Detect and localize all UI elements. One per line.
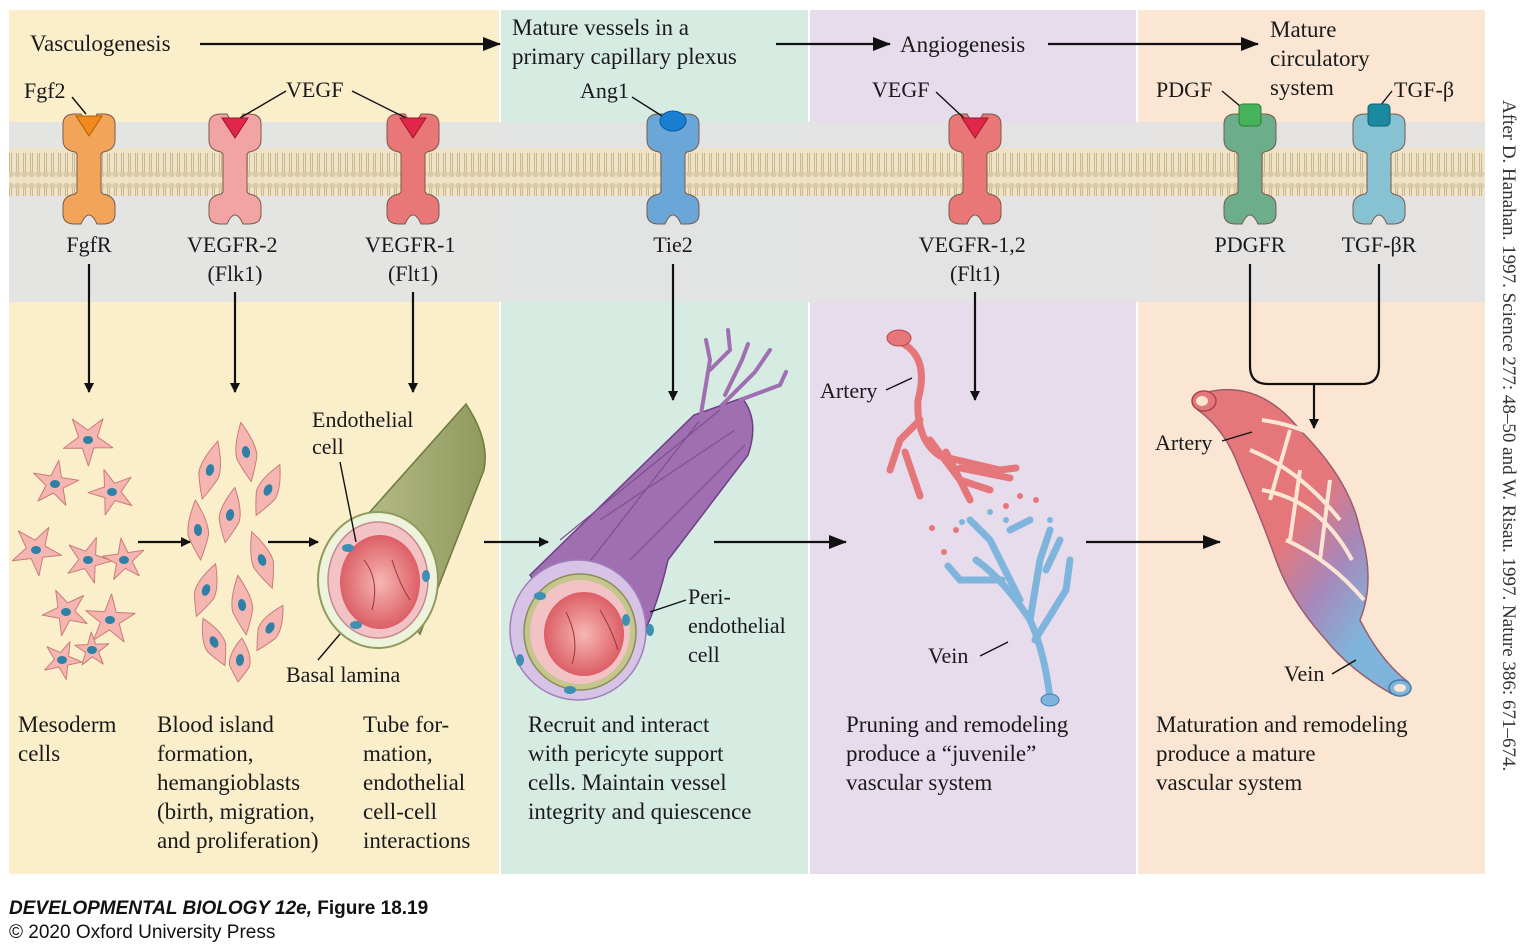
captions: Mesoderm cells Blood island formation, h… bbox=[18, 712, 1413, 853]
receptors bbox=[62, 113, 1406, 225]
receptor-label-tie2: Tie2 bbox=[653, 232, 693, 257]
stage-row: Vasculogenesis Mature vessels in a prima… bbox=[30, 15, 1375, 100]
ang1-ligand-icon bbox=[659, 110, 687, 132]
hemangioblast-cell bbox=[229, 637, 251, 683]
receptor-label-pdgfr: PDGFR bbox=[1215, 232, 1286, 257]
receptor-label-vegfr2: VEGFR-2 (Flk1) bbox=[187, 232, 283, 286]
receptor-label-fgfr: FgfR bbox=[66, 232, 112, 257]
stage-mature-vessels: Mature vessels in a primary capillary pl… bbox=[512, 15, 737, 69]
receptor-label-vegfr1: VEGFR-1 (Flt1) bbox=[365, 232, 461, 286]
ligands: Fgf2 VEGF Ang1 VEGF PDGF TGF-β bbox=[24, 77, 1454, 139]
label-periendothelial-cell: Peri- endothelial cell bbox=[688, 584, 791, 667]
label-artery-a: Artery bbox=[820, 378, 877, 403]
receptor-label-tgfbr: TGF-βR bbox=[1342, 232, 1417, 257]
label-endothelial-cell: Endothelial cell bbox=[312, 407, 419, 459]
caption-blood-island: Blood island formation, hemangioblasts (… bbox=[157, 712, 321, 853]
ligand-vegf-b: VEGF bbox=[872, 77, 929, 102]
hemangioblast-cell bbox=[187, 499, 209, 561]
mesoderm-cell bbox=[62, 418, 114, 467]
ligand-fgf2: Fgf2 bbox=[24, 78, 66, 103]
hemangioblast-cell bbox=[256, 604, 284, 652]
signal-arrows bbox=[84, 264, 1381, 429]
receptor-labels: FgfR VEGFR-2 (Flk1) VEGFR-1 (Flt1) Tie2 … bbox=[66, 232, 1416, 286]
mesoderm-cell bbox=[67, 537, 113, 584]
label-basal-lamina: Basal lamina bbox=[286, 662, 400, 687]
vegf-ligand-icon bbox=[399, 117, 427, 139]
stage-vasculogenesis: Vasculogenesis bbox=[30, 31, 171, 56]
hemangioblast-cell bbox=[255, 463, 281, 517]
hemangioblast-cell bbox=[231, 574, 254, 636]
stage-mature-system: Mature circulatory system bbox=[1270, 17, 1375, 100]
caption-pruning: Pruning and remodeling produce a “juveni… bbox=[846, 712, 1074, 795]
mesoderm-cell bbox=[11, 526, 62, 577]
hemangioblast-cell bbox=[235, 421, 258, 483]
mesoderm-cell bbox=[44, 641, 83, 680]
hemangioblast-cell bbox=[250, 530, 275, 590]
hemangioblast-cell bbox=[218, 486, 241, 544]
caption-mesoderm: Mesoderm cells bbox=[18, 712, 122, 766]
mesoderm-cell bbox=[33, 459, 80, 506]
ligand-pdgf: PDGF bbox=[1156, 77, 1212, 102]
mesoderm-cell bbox=[87, 468, 133, 516]
footer-copyright: © 2020 Oxford University Press bbox=[9, 922, 275, 943]
ligand-tgfb: TGF-β bbox=[1394, 77, 1454, 102]
credit-line: After D. Hanahan. 1997. Science 277: 48–… bbox=[1498, 100, 1519, 771]
fgf2-ligand-icon bbox=[75, 115, 103, 137]
mesoderm-cells bbox=[11, 418, 145, 680]
vegf-ligand-icon bbox=[221, 117, 249, 139]
label-vein-b: Vein bbox=[1284, 661, 1324, 686]
mature-vessel bbox=[509, 328, 788, 701]
mesoderm-cell bbox=[101, 537, 145, 580]
caption-recruit: Recruit and interact with pericyte suppo… bbox=[528, 712, 752, 824]
vegf-ligand-icon bbox=[961, 117, 989, 139]
label-vein-a: Vein bbox=[928, 643, 968, 668]
hemangioblast-cell bbox=[194, 562, 218, 618]
mesoderm-cell bbox=[85, 593, 136, 643]
tgfb-ligand-icon bbox=[1367, 103, 1391, 127]
pdgf-ligand-icon bbox=[1238, 103, 1262, 127]
endothelial-tube bbox=[317, 402, 486, 649]
mature-vascular-network bbox=[1191, 388, 1412, 697]
mesoderm-cell bbox=[74, 631, 110, 666]
ligand-vegf-a: VEGF bbox=[286, 77, 343, 102]
mesoderm-cell bbox=[41, 589, 88, 637]
caption-maturation: Maturation and remodeling produce a matu… bbox=[1156, 712, 1413, 795]
receptor-label-vegfr12: VEGFR-1,2 (Flt1) bbox=[919, 232, 1031, 286]
stage-angiogenesis: Angiogenesis bbox=[900, 32, 1025, 57]
caption-tube: Tube for- mation, endothelial cell-cell … bbox=[363, 712, 471, 853]
hemangioblast-cells bbox=[187, 421, 284, 683]
footer-figure: DEVELOPMENTAL BIOLOGY 12e, Figure 18.19 bbox=[9, 898, 428, 919]
label-artery-b: Artery bbox=[1155, 430, 1212, 455]
juvenile-vessels bbox=[886, 329, 1074, 707]
ligand-ang1: Ang1 bbox=[580, 78, 629, 103]
hemangioblast-cell bbox=[201, 617, 227, 667]
hemangioblast-cell bbox=[198, 439, 222, 501]
